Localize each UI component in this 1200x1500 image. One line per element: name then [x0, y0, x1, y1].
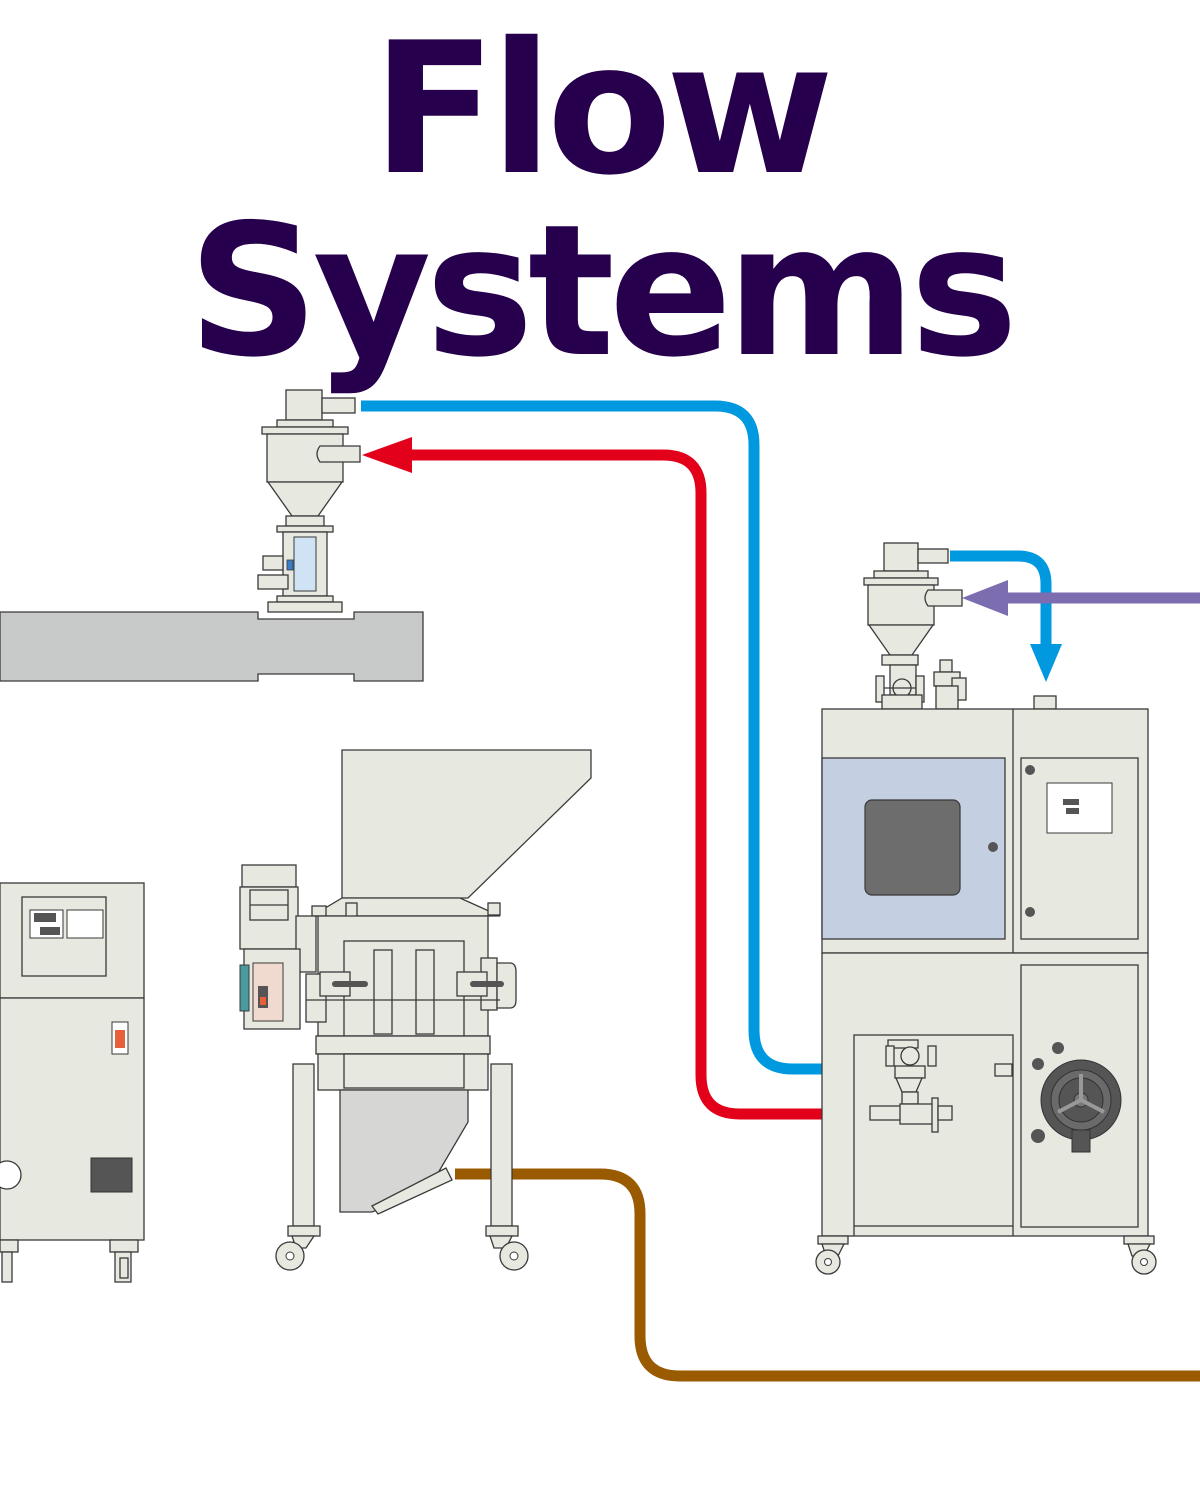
control-cabinet	[0, 882, 145, 1283]
regrind-pipe	[455, 1168, 1200, 1382]
return-line	[362, 437, 866, 1120]
extruder-barrel	[0, 611, 424, 682]
conveying-pipe-dryer	[950, 550, 1052, 648]
page-title: Flow Systems	[187, 3, 1018, 397]
purge-line	[962, 580, 1200, 616]
granulator-icon	[341, 749, 592, 899]
hopper-loader-top	[257, 389, 361, 613]
conveying-pipe-main	[361, 400, 950, 1075]
return-arrow-icon	[362, 437, 412, 473]
regrind-line	[455, 1168, 1200, 1382]
purge-arrow-icon	[962, 580, 1008, 616]
return-pipe	[410, 449, 866, 1120]
access-hatch-icon	[90, 1157, 133, 1193]
motor-icon	[241, 864, 297, 888]
round-port-icon	[0, 1160, 22, 1190]
control-display-icon	[1046, 782, 1113, 834]
conveying-down-arrow-icon	[1030, 644, 1062, 682]
dryer-cabinet	[815, 542, 1157, 1275]
granulator	[239, 749, 592, 1271]
window-glass-icon	[864, 799, 961, 896]
barrel-icon	[0, 611, 424, 682]
sight-glass-icon	[293, 536, 317, 592]
